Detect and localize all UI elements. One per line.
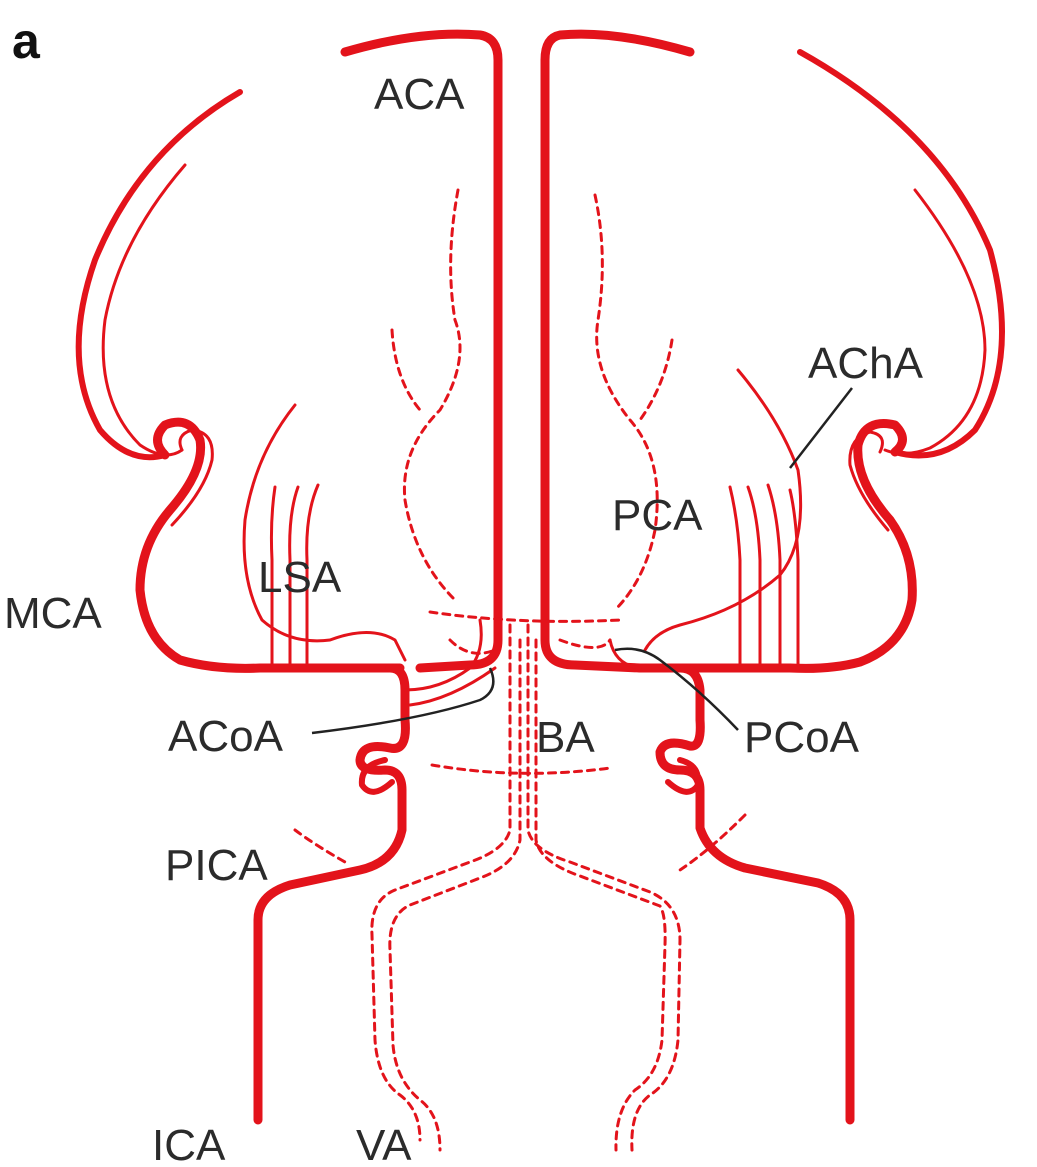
right-aca-vessel xyxy=(545,34,690,668)
label-va: VA xyxy=(356,1121,412,1167)
right-mca-trunk xyxy=(640,424,912,669)
label-lsa: LSA xyxy=(258,553,342,602)
right-lsa-branch-4 xyxy=(790,490,798,665)
label-acoa: ACoA xyxy=(168,712,284,761)
pcoa-leader xyxy=(615,649,738,730)
right-mca-outer-branch xyxy=(800,52,1002,456)
left-dashed-fork xyxy=(392,330,420,410)
ba-vessel-right xyxy=(528,625,680,1150)
label-pica: PICA xyxy=(165,841,268,890)
left-mca-outer-branch xyxy=(79,92,240,457)
label-ba: BA xyxy=(536,713,595,762)
right-hemisphere-vessels xyxy=(545,34,1002,1120)
label-mca: MCA xyxy=(4,589,102,638)
leader-lines xyxy=(312,388,852,733)
left-acoa-link xyxy=(405,620,481,690)
left-dashed-branch xyxy=(404,190,460,600)
right-mca-inner-branch xyxy=(885,190,985,454)
left-aca-vessel xyxy=(345,34,498,668)
right-dashed-fork xyxy=(640,340,672,420)
left-mca-ascending-branch xyxy=(244,405,405,660)
right-lsa-branch-1 xyxy=(730,487,740,665)
pca-dashed-arc xyxy=(430,612,620,621)
label-acha: AChA xyxy=(808,339,924,388)
right-lsa-branch-2 xyxy=(748,487,760,665)
left-mca-inner-branch xyxy=(103,165,185,455)
panel-label: a xyxy=(12,13,41,69)
right-acoa-dashed xyxy=(560,640,610,648)
label-pcoa: PCoA xyxy=(744,713,860,762)
label-pca: PCA xyxy=(612,491,703,540)
acha-leader xyxy=(790,388,852,468)
label-ica: ICA xyxy=(152,1121,226,1167)
label-aca: ACA xyxy=(374,70,465,119)
right-dashed-branch xyxy=(595,195,657,610)
ba-vessel-left xyxy=(372,625,510,1140)
left-acoa-dashed xyxy=(450,640,495,653)
pica-vessel xyxy=(295,830,345,862)
